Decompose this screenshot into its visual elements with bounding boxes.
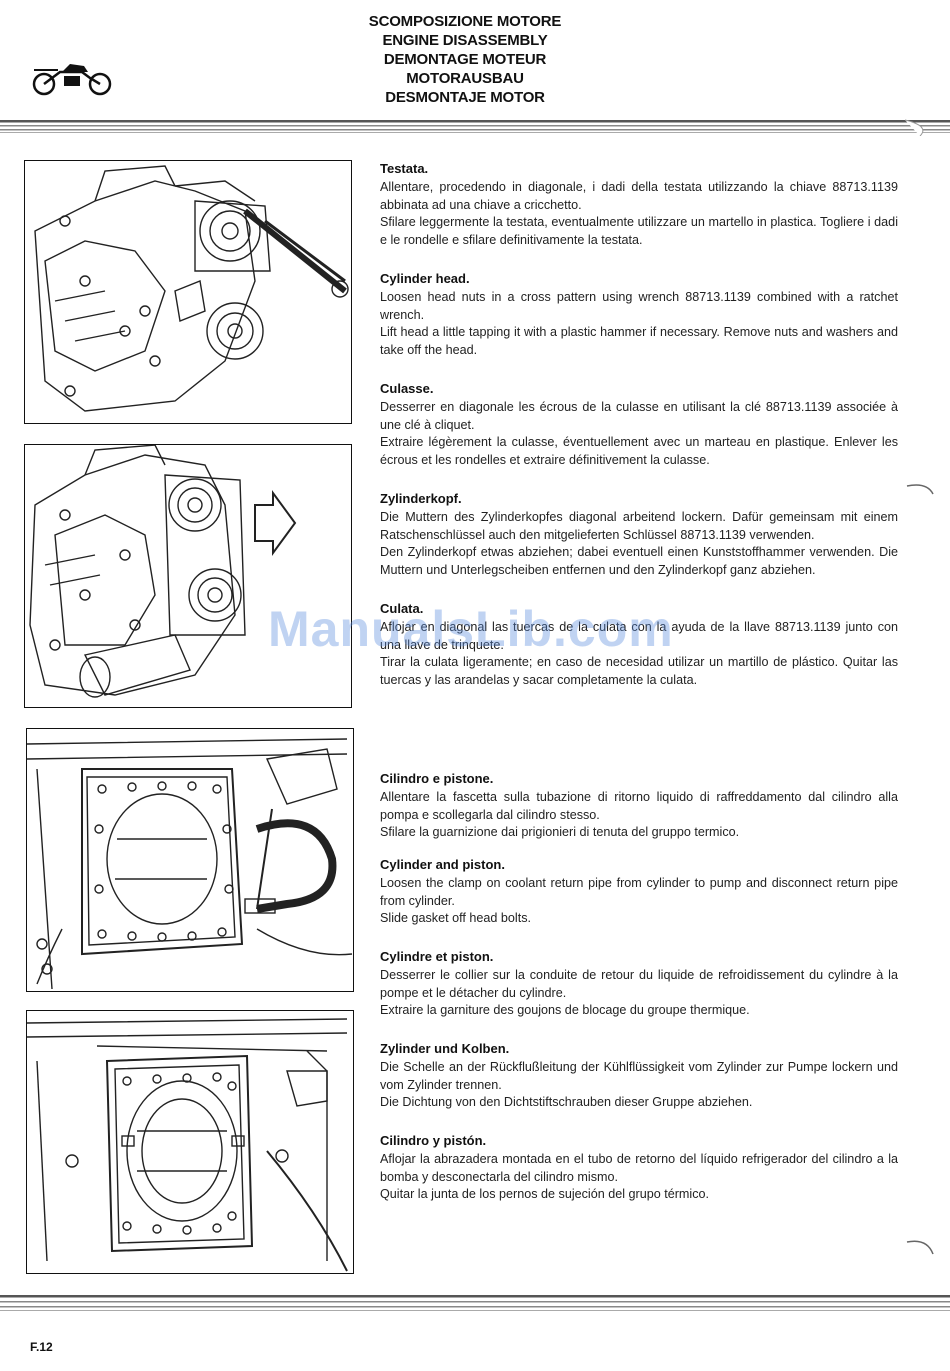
page-title-block: SCOMPOSIZIONE MOTORE ENGINE DISASSEMBLY …	[300, 12, 630, 107]
section-title: Cilindro y pistón.	[380, 1133, 487, 1148]
section-paragraph: Extraire légèrement la culasse, éventuel…	[380, 435, 898, 467]
section-testata: Testata. Allentare, procedendo in diagon…	[380, 160, 898, 249]
page-title-en: ENGINE DISASSEMBLY	[382, 32, 548, 49]
page-title-it: SCOMPOSIZIONE MOTORE	[368, 13, 562, 30]
section-paragraph: Aflojar la abrazadera montada en el tubo…	[380, 1152, 898, 1184]
section-title: Cylindre et piston.	[380, 949, 494, 964]
section-paragraph: Loosen the clamp on coolant return pipe …	[380, 876, 898, 908]
section-cylinder-head: Cylinder head. Loosen head nuts in a cro…	[380, 270, 898, 359]
page-number: F.12	[30, 1340, 53, 1354]
figure-cylinder-clamp	[26, 728, 354, 992]
section-cilindro-pistone: Cilindro e pistone. Allentare la fascett…	[380, 770, 898, 842]
text-column: Testata. Allentare, procedendo in diagon…	[380, 160, 898, 1280]
header-divider	[0, 118, 950, 137]
section-paragraph: Sfilare la guarnizione dai prigionieri d…	[380, 825, 740, 840]
section-paragraph: Allentare, procedendo in diagonale, i da…	[380, 180, 898, 212]
section-paragraph: Loosen head nuts in a cross pattern usin…	[380, 290, 898, 322]
section-title: Culasse.	[380, 381, 434, 396]
section-paragraph: Desserrer le collier sur la conduite de …	[380, 968, 898, 1000]
section-paragraph: Den Zylinderkopf etwas abziehen; dabei e…	[380, 545, 898, 577]
section-paragraph: Die Muttern des Zylinderkopfes diagonal …	[380, 510, 898, 542]
section-title: Cilindro e pistone.	[380, 771, 494, 786]
section-title: Culata.	[380, 601, 424, 616]
section-paragraph: Die Schelle an der Rückflußleitung der K…	[380, 1060, 898, 1092]
footer-divider	[0, 1292, 950, 1314]
section-culasse: Culasse. Desserrer en diagonale les écro…	[380, 380, 898, 469]
motorcycle-logo-icon	[30, 58, 120, 98]
section-zylinder-kolben: Zylinder und Kolben. Die Schelle an der …	[380, 1040, 898, 1112]
section-cylinder-piston: Cylinder and piston. Loosen the clamp on…	[380, 856, 898, 928]
figure-cylinder-gasket	[26, 1010, 354, 1274]
section-title: Zylinder und Kolben.	[380, 1041, 510, 1056]
watermark: ManualsLib.com	[268, 601, 674, 657]
section-paragraph: Sfilare leggermente la testata, eventual…	[380, 215, 898, 247]
section-cylindre-piston: Cylindre et piston. Desserrer le collier…	[380, 948, 898, 1020]
section-zylinderkopf: Zylinderkopf. Die Muttern des Zylinderko…	[380, 490, 898, 579]
section-paragraph: Allentare la fascetta sulla tubazione di…	[380, 790, 898, 822]
page-curl-mark-icon	[905, 1236, 935, 1266]
section-paragraph: Desserrer en diagonale les écrous de la …	[380, 400, 898, 432]
section-paragraph: Aflojar en diagonal las tuercas de la cu…	[380, 620, 898, 652]
section-title: Cylinder head.	[380, 271, 470, 286]
section-title: Zylinderkopf.	[380, 491, 462, 506]
page-header: SCOMPOSIZIONE MOTORE ENGINE DISASSEMBLY …	[0, 0, 950, 150]
page-curl-mark-icon	[905, 480, 935, 510]
figure-cylinder-head-removal	[24, 444, 352, 708]
section-paragraph: Die Dichtung von den Dichtstiftschrauben…	[380, 1095, 753, 1110]
section-paragraph: Quitar la junta de los pernos de sujeció…	[380, 1187, 710, 1202]
figure-cylinder-head-ratchet	[24, 160, 352, 424]
section-title: Cylinder and piston.	[380, 857, 505, 872]
section-cilindro-piston: Cilindro y pistón. Aflojar la abrazadera…	[380, 1132, 898, 1204]
section-paragraph: Tirar la culata ligeramente; en caso de …	[380, 655, 898, 687]
page-title-fr: DEMONTAGE MOTEUR	[383, 51, 547, 68]
section-title: Testata.	[380, 161, 429, 176]
section-paragraph: Extraire la garniture des goujons de blo…	[380, 1003, 750, 1018]
page-title-es: DESMONTAJE MOTOR	[385, 89, 545, 106]
section-paragraph: Slide gasket off head bolts.	[380, 911, 531, 926]
section-paragraph: Lift head a little tapping it with a pla…	[380, 325, 898, 357]
section-culata: Culata. Aflojar en diagonal las tuercas …	[380, 600, 898, 689]
page-title-de: MOTORAUSBAU	[406, 70, 524, 87]
